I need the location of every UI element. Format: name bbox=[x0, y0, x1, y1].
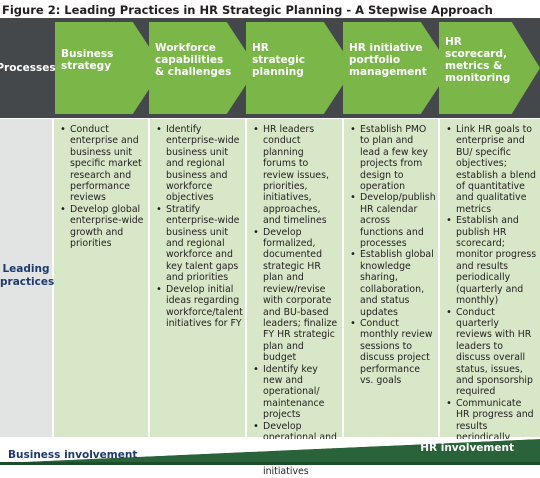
practice-item: Identify key new and operational/ mainte… bbox=[250, 364, 339, 421]
practice-item: Establish global knowledge sharing, coll… bbox=[347, 249, 435, 317]
hr-involvement-label: HR involvement bbox=[420, 442, 514, 454]
practice-item: Link HR goals to enterprise and BU/ spec… bbox=[443, 124, 537, 215]
processes-label: Processes bbox=[0, 62, 56, 74]
practice-item: Conduct monthly review sessions to discu… bbox=[347, 318, 435, 386]
bottom-rule bbox=[0, 462, 540, 465]
practice-item: Develop initial ideas regarding workforc… bbox=[153, 284, 243, 330]
business-involvement-label: Business involvement bbox=[8, 449, 138, 461]
practice-item: Stratify enterprise-wide business unit a… bbox=[153, 204, 242, 284]
practice-item: Communicate HR progress and results peri… bbox=[443, 398, 537, 444]
practice-item: Conduct enterprise and business unit spe… bbox=[57, 124, 145, 204]
practice-item: Identify enterprise-wide business unit a… bbox=[153, 124, 242, 204]
leading-practices-label: Leading practices bbox=[0, 263, 55, 288]
practices-column-hr-strategic-planning: HR leaders conduct planning forums to re… bbox=[247, 119, 342, 477]
figure-title: Figure 2: Leading Practices in HR Strate… bbox=[2, 3, 493, 17]
practices-column-hr-scorecard: Link HR goals to enterprise and BU/ spec… bbox=[440, 119, 540, 443]
practice-item: Develop/publish HR calendar across funct… bbox=[347, 192, 436, 249]
practice-item: Establish and publish HR scorecard; moni… bbox=[443, 215, 537, 306]
practices-column-business-strategy: Conduct enterprise and business unit spe… bbox=[54, 119, 148, 437]
leading-practices-label-bg bbox=[0, 119, 52, 437]
practice-item: Develop global enterprise-wide growth an… bbox=[57, 204, 145, 250]
practices-column-hr-initiative-portfolio: Establish PMO to plan and lead a few key… bbox=[344, 119, 438, 437]
practices-column-workforce-capabilities: Identify enterprise-wide business unit a… bbox=[150, 119, 245, 437]
practice-item: Develop formalized, documented strategic… bbox=[250, 227, 339, 364]
practice-item: Establish PMO to plan and lead a few key… bbox=[347, 124, 435, 192]
practice-item: HR leaders conduct planning forums to re… bbox=[250, 124, 339, 227]
practice-item: Conduct quarterly reviews with HR leader… bbox=[443, 307, 537, 398]
